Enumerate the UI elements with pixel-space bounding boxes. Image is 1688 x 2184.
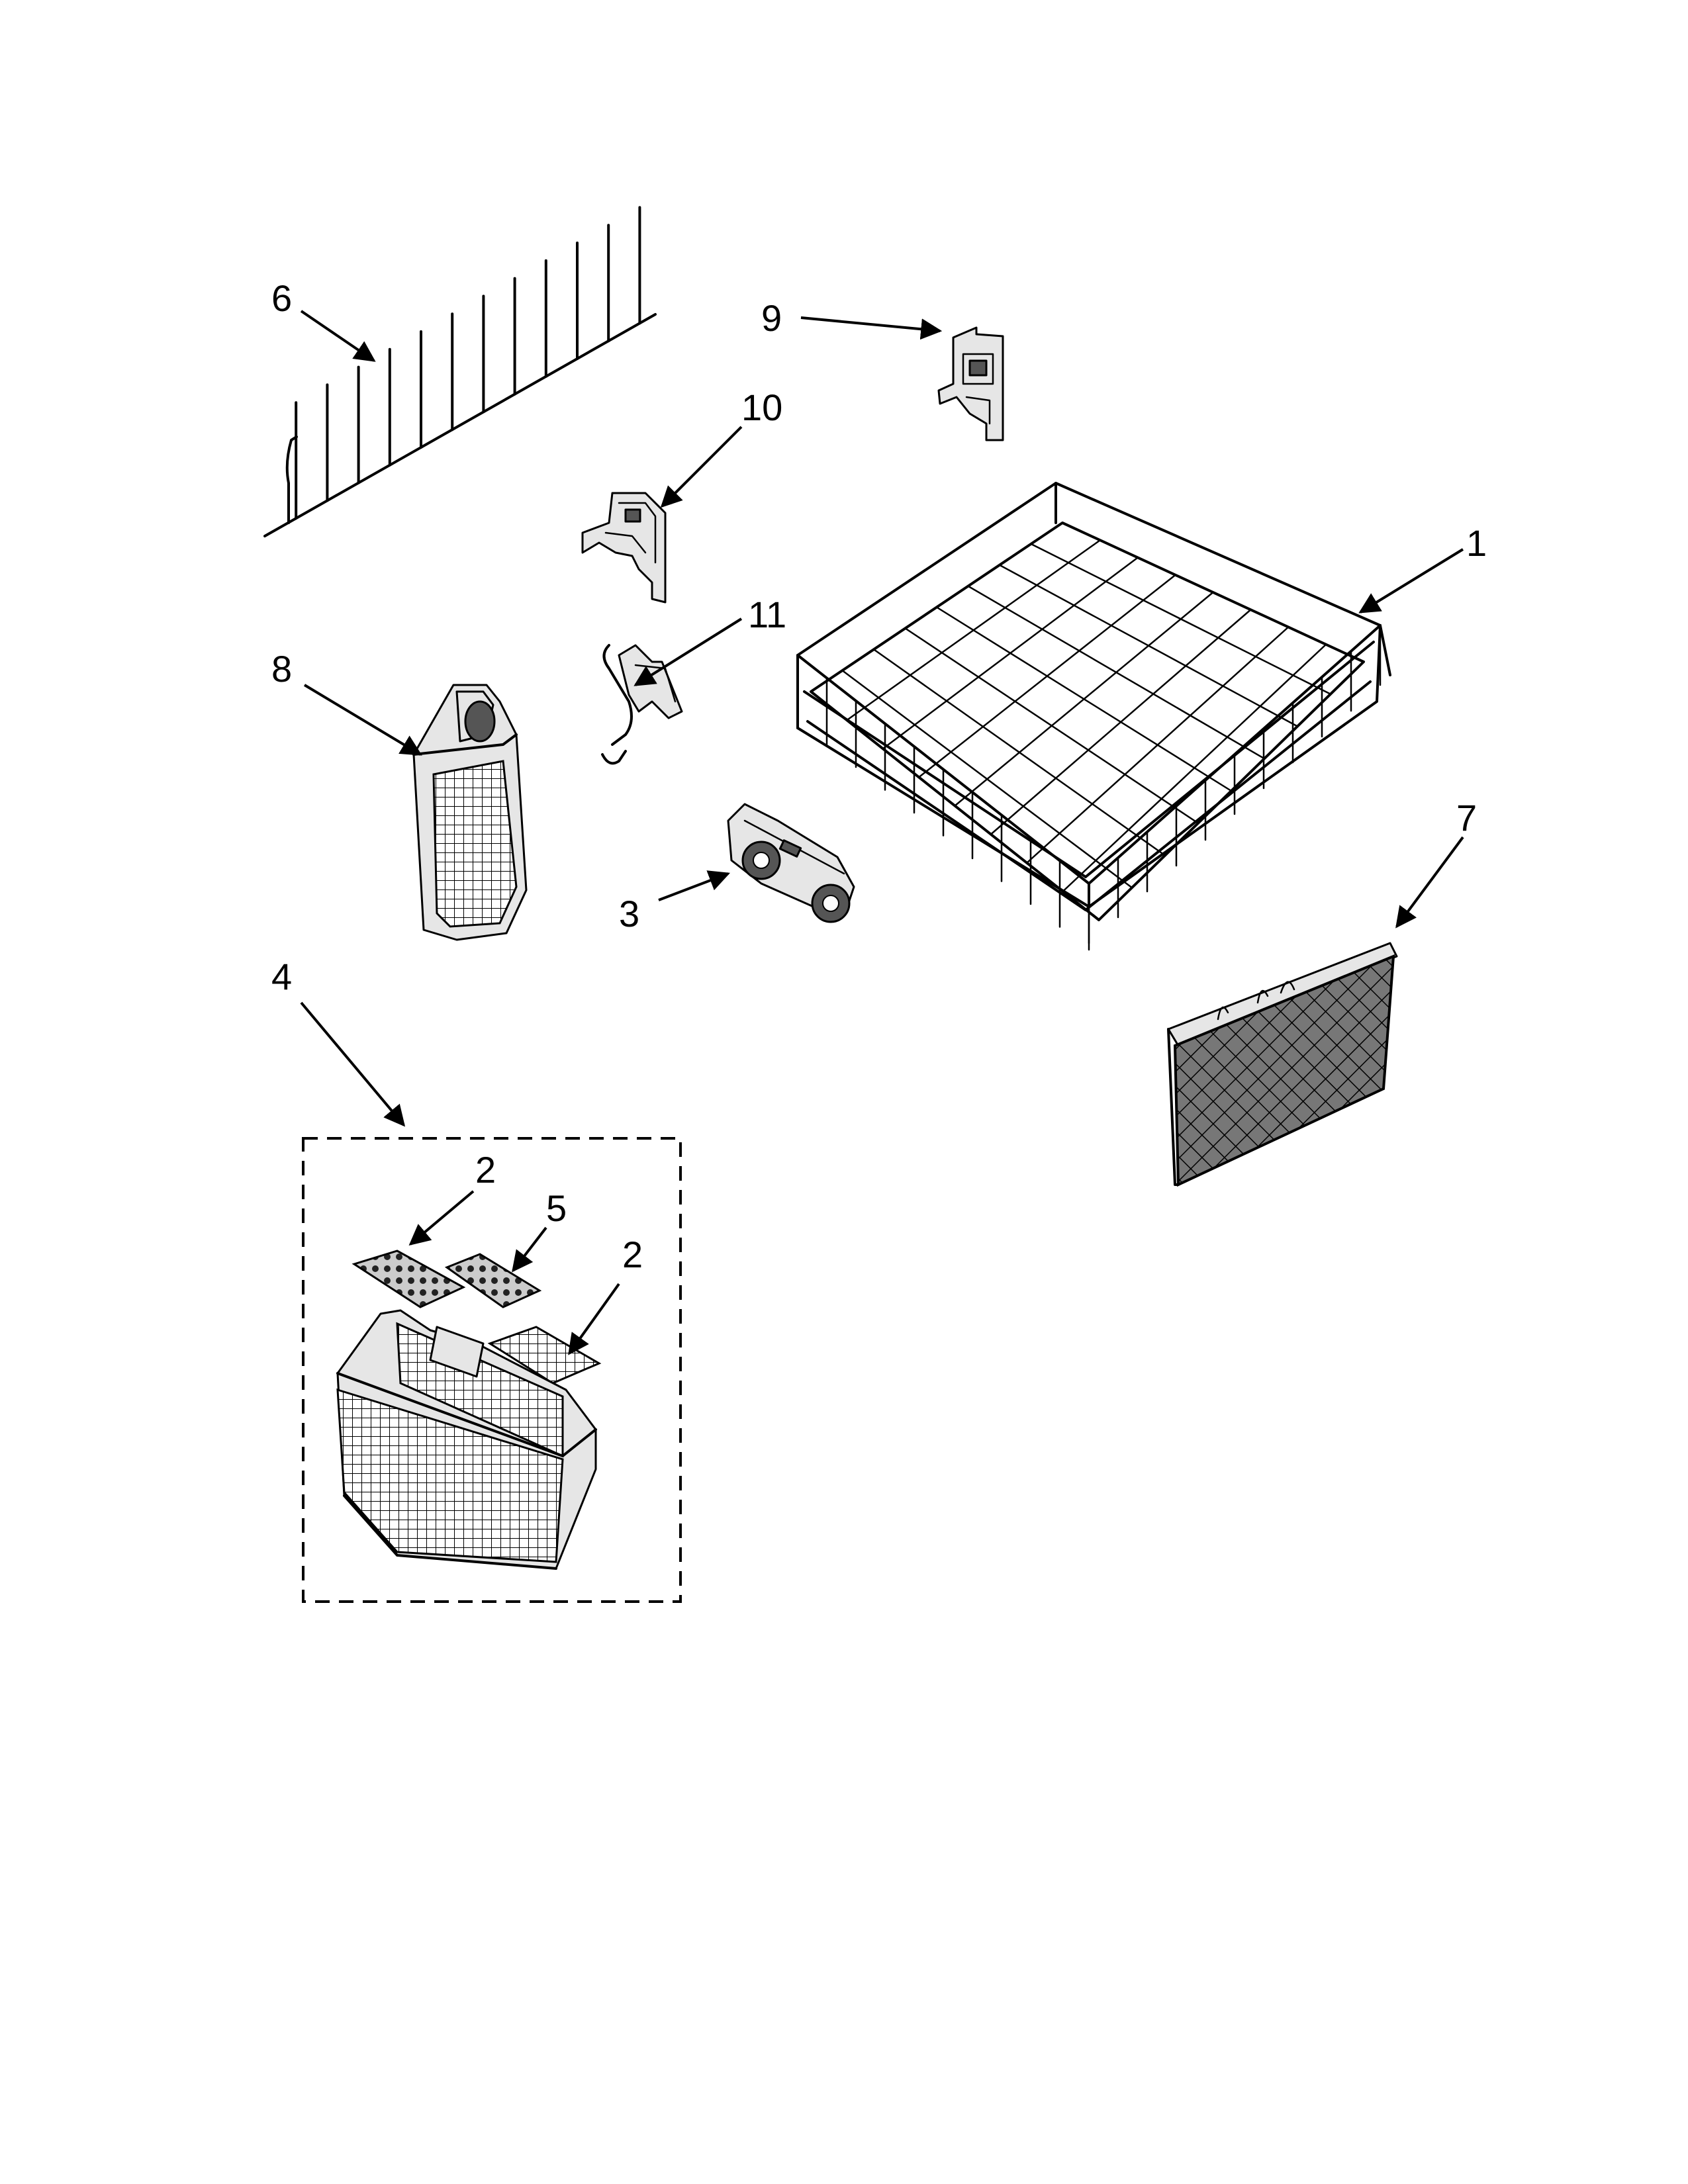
leader-6 — [300, 310, 376, 362]
callout-5: 5 — [546, 1187, 567, 1229]
leader-2b — [568, 1283, 620, 1355]
callout-7: 7 — [1456, 797, 1477, 839]
rack-wire — [998, 564, 1299, 727]
leader-5 — [512, 1226, 547, 1273]
part-3-roller-assembly — [727, 803, 855, 923]
rack-wire — [1030, 543, 1332, 695]
leader-1 — [1358, 548, 1464, 614]
leader-9 — [800, 316, 943, 340]
callout-2b: 2 — [622, 1234, 643, 1275]
part-2-lid-right — [487, 1326, 602, 1385]
rack-wire — [954, 591, 1214, 807]
rack-wire — [990, 609, 1252, 835]
leader-11 — [633, 617, 743, 686]
rack-wire — [1062, 643, 1327, 893]
callout-8: 8 — [271, 648, 292, 690]
callout-4: 4 — [271, 956, 292, 997]
part-5-small-lid — [444, 1253, 542, 1308]
part-7-shield-panel — [1167, 942, 1398, 1187]
leader-7 — [1395, 836, 1464, 929]
callout-10: 10 — [741, 387, 782, 428]
part-9-clip — [937, 326, 1004, 441]
leader-4 — [300, 1001, 406, 1127]
callout-11: 11 — [748, 594, 786, 635]
part-4-assembly-box — [302, 1137, 682, 1603]
part-2-lid-left — [352, 1250, 466, 1308]
callout-1: 1 — [1466, 522, 1487, 564]
part-6-tine-row — [263, 206, 657, 537]
callout-3: 3 — [619, 893, 639, 934]
rack-wire — [1026, 626, 1289, 864]
leader-8 — [303, 684, 422, 756]
part-10-clip — [581, 492, 667, 604]
callout-6: 6 — [271, 277, 292, 319]
leader-2a — [408, 1190, 475, 1246]
rack-wire — [967, 585, 1266, 760]
part-1-wire-rack — [796, 482, 1391, 951]
leader-10 — [660, 426, 743, 508]
part-8-silverware-basket — [412, 684, 528, 941]
callout-2a: 2 — [475, 1149, 496, 1191]
callout-9: 9 — [761, 297, 782, 339]
silverware-basket-body — [336, 1309, 597, 1570]
leader-3 — [658, 870, 730, 901]
